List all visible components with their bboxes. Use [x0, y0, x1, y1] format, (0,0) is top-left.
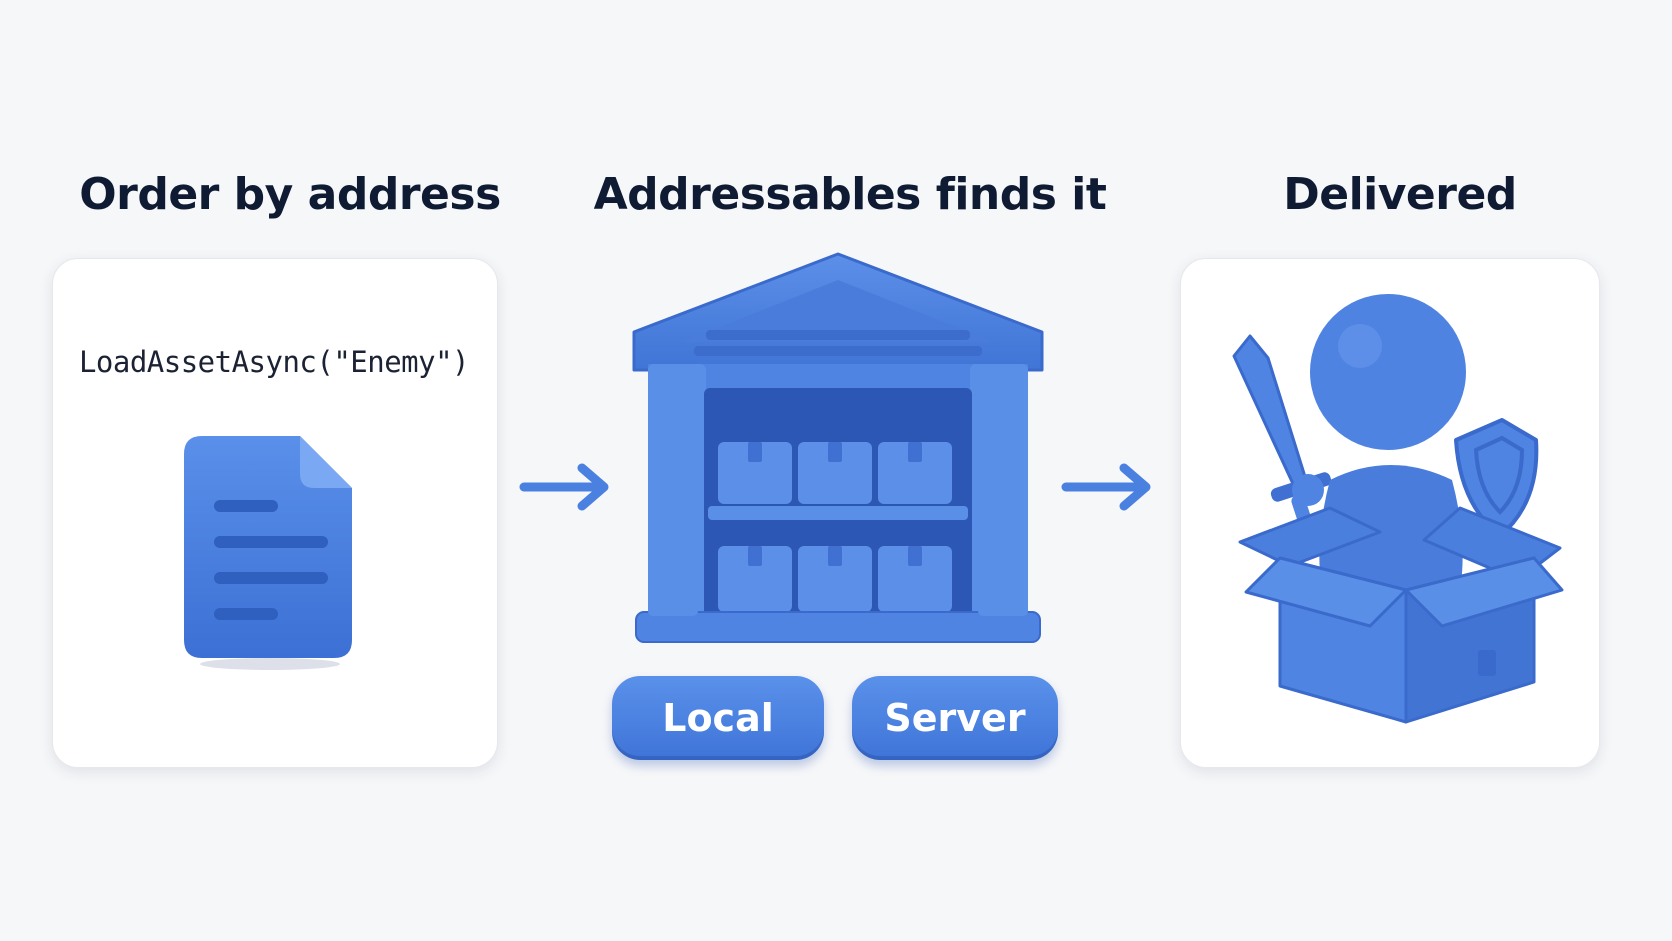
source-local-badge: Local	[612, 676, 824, 760]
warehouse-icon	[632, 252, 1044, 643]
source-server-badge: Server	[852, 676, 1058, 760]
step-2-title: Addressables finds it	[593, 169, 1107, 220]
step-1-title: Order by address	[79, 169, 501, 220]
step-3-title: Delivered	[1283, 169, 1517, 220]
arrow-right-icon	[519, 463, 609, 511]
code-snippet: LoadAssetAsync("Enemy")	[78, 345, 470, 379]
document-icon	[184, 436, 352, 670]
character-in-box-icon	[1232, 294, 1564, 724]
arrow-right-icon	[1061, 463, 1151, 511]
